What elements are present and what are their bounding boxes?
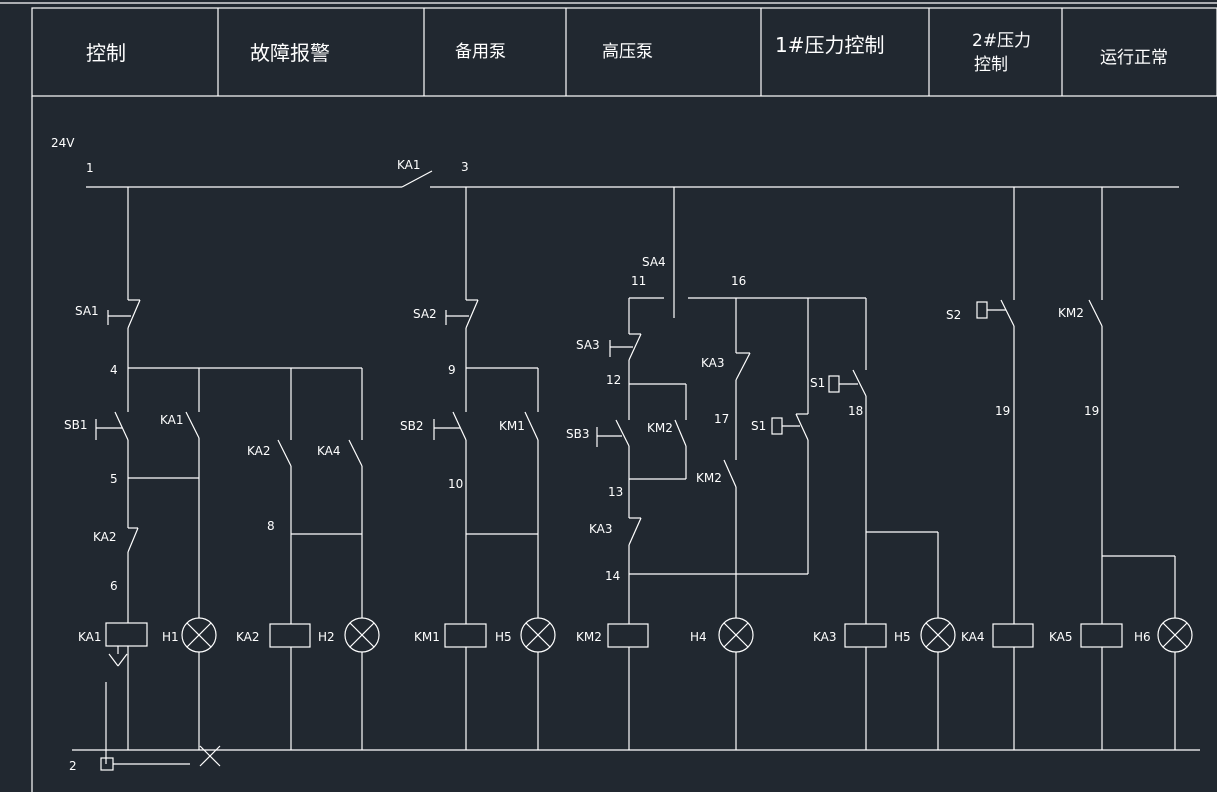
node-label-8: 8	[267, 519, 275, 533]
contact-label-ka1-hold: KA1	[160, 413, 184, 427]
node-label-9: 9	[448, 363, 456, 377]
node-label-11: 11	[631, 274, 646, 288]
coil-label-ka2: KA2	[236, 630, 260, 644]
lamp-label-h4: H4	[690, 630, 707, 644]
contact-label-ka1-main: KA1	[397, 158, 421, 172]
contact-label-sa1: SA1	[75, 304, 99, 318]
contact-label-km2: KM2	[696, 471, 722, 485]
return-busbar: 2	[69, 745, 1200, 773]
coil-label-ka5: KA5	[1049, 630, 1073, 644]
header-cell-pressure-control-2-line2: 控制	[974, 55, 1008, 75]
contact-label-km2-hold: KM2	[647, 421, 673, 435]
contact-label-km2-run: KM2	[1058, 306, 1084, 320]
lamp-label-h5-standby: H5	[495, 630, 512, 644]
node-label-19: 19	[1084, 404, 1099, 418]
contact-label-sb1: SB1	[64, 418, 87, 432]
node-label-2: 2	[69, 759, 77, 773]
lamp-label-h2: H2	[318, 630, 335, 644]
supply-busbar	[86, 170, 1179, 188]
contact-label-s2: S2	[946, 308, 961, 322]
node-label-16: 17	[714, 412, 729, 426]
contact-label-s1-upper: S1	[810, 376, 825, 390]
lamp-label-h1: H1	[162, 630, 179, 644]
lamp-label-h6: H6	[1134, 630, 1151, 644]
node-label-15: 16	[731, 274, 746, 288]
contact-label-sb2: SB2	[400, 419, 423, 433]
node-label-6: 6	[110, 579, 118, 593]
node-label-4: 4	[110, 363, 118, 377]
branch-pressure-control-2: S2 19 KA4	[946, 187, 1034, 750]
branch-pressure-control-1: S1 18 KA3 H5	[810, 298, 956, 750]
contact-label-sb3: SB3	[566, 427, 589, 441]
node-label-3: 3	[461, 160, 469, 174]
header-cell-pressure-control-1: 1#压力控制	[775, 33, 884, 57]
header-cell-pressure-control-2-line1: 2#压力	[972, 31, 1031, 51]
branch-h1: KA1 H1	[160, 368, 217, 750]
contact-label-sa4: SA4	[642, 255, 666, 269]
coil-label-km1: KM1	[414, 630, 440, 644]
supply-label: 24V	[51, 136, 75, 150]
header-cell-standby-pump: 备用泵	[455, 42, 506, 62]
coil-label-ka4: KA4	[961, 630, 985, 644]
node-label-12: 12	[606, 373, 621, 387]
node-label-13: 13	[608, 485, 623, 499]
branch-control: SA1 4 SB1 5 KA2 6 KA1	[64, 187, 362, 764]
coil-label-km2: KM2	[576, 630, 602, 644]
lamp-label-h5-pressure: H5	[894, 630, 911, 644]
branch-standby-pump: SA2 9 SB2 KM1 10 KM1 H5	[400, 187, 556, 750]
contact-label-sa2: SA2	[413, 307, 437, 321]
contact-label-ka4: KA4	[317, 444, 341, 458]
node-label-17: 18	[848, 404, 863, 418]
contact-label-km1: KM1	[499, 419, 525, 433]
contact-label-ka2-nc: KA2	[93, 530, 117, 544]
header-cell-high-pressure-pump: 高压泵	[602, 42, 653, 62]
header-cell-fault-alarm: 故障报警	[250, 41, 330, 65]
branch-high-pressure-pump: SA4 11 16 SA3 12 SB3 KM2 13 KA3 14 KM2 K…	[566, 187, 866, 750]
node-label-1: 1	[86, 161, 94, 175]
branch-normal-running: KM2 19 KA5 H6	[1049, 187, 1193, 750]
contact-label-ka3-nc: KA3	[589, 522, 613, 536]
coil-label-ka3: KA3	[813, 630, 837, 644]
header-cell-normal-running: 运行正常	[1100, 48, 1168, 68]
contact-label-s1-lower: S1	[751, 419, 766, 433]
contact-label-sa3: SA3	[576, 338, 600, 352]
node-label-14: 14	[605, 569, 620, 583]
node-label-10: 10	[448, 477, 463, 491]
node-label-5: 5	[110, 472, 118, 486]
branch-fault-alarm: KA2 8 KA2 KA4 H2	[236, 368, 380, 750]
node-label-18: 19	[995, 404, 1010, 418]
header-cell-control: 控制	[86, 41, 126, 65]
coil-label-ka1: KA1	[78, 630, 102, 644]
contact-label-ka2: KA2	[247, 444, 271, 458]
contact-label-ka3: KA3	[701, 356, 725, 370]
